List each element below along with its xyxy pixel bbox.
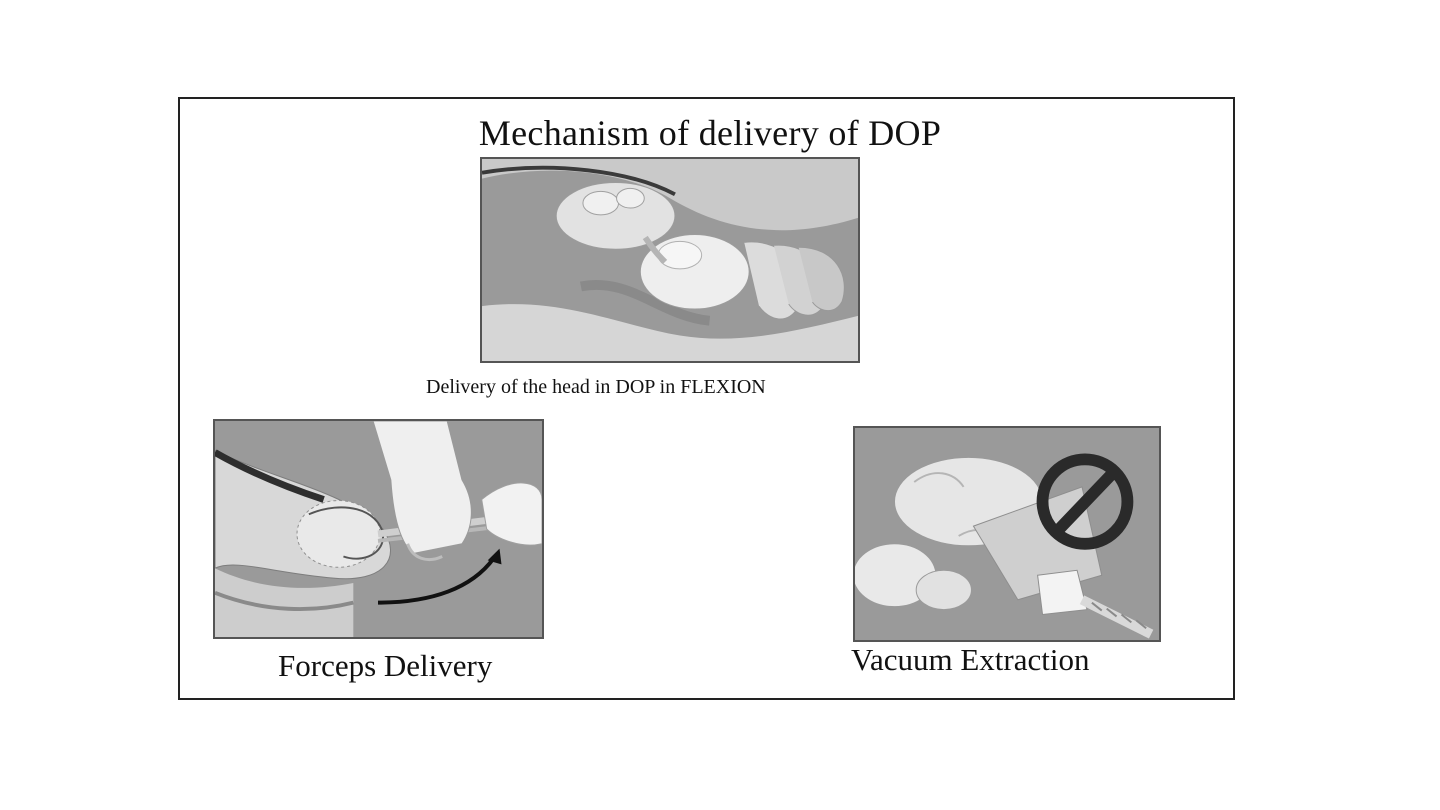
vacuum-caption: Vacuum Extraction — [851, 642, 1089, 678]
diagram-title: Mechanism of delivery of DOP — [0, 112, 1420, 154]
forceps-caption: Forceps Delivery — [278, 648, 492, 684]
head-delivery-illustration — [480, 157, 860, 363]
head-delivery-caption: Delivery of the head in DOP in FLEXION — [426, 376, 926, 399]
vacuum-extraction-illustration — [853, 426, 1161, 642]
forceps-delivery-illustration — [213, 419, 544, 639]
